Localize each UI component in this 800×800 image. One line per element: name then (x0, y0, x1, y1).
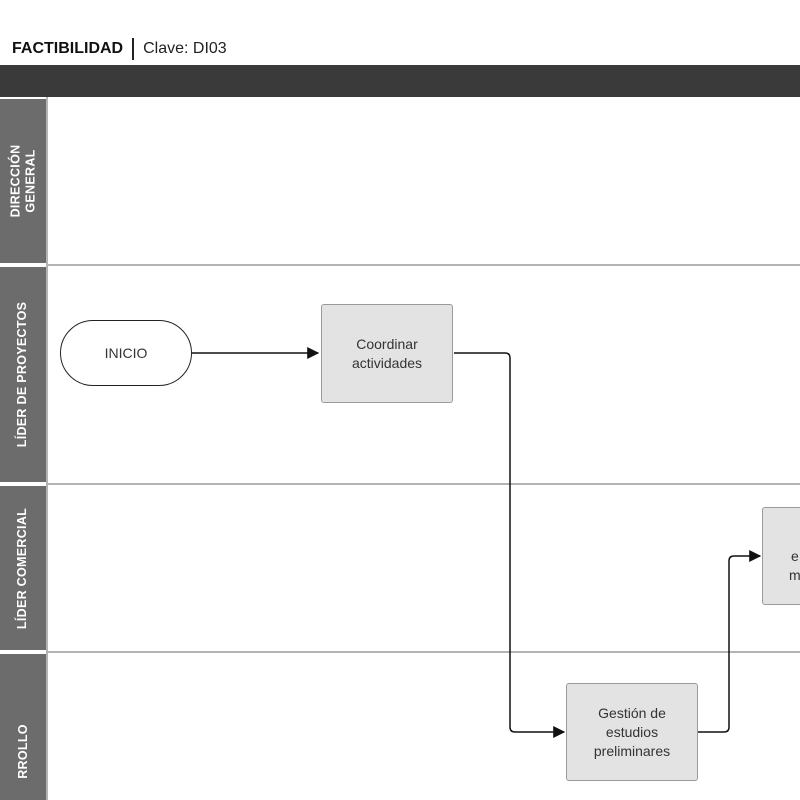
connector-gestion-to-next (698, 550, 762, 733)
lane-label-lider-comercial: LÍDER COMERCIAL (0, 486, 46, 650)
process-label: Gestión de estudios preliminares (593, 704, 671, 759)
start-node[interactable]: INICIO (60, 320, 192, 386)
diagram-code: Clave: DI03 (143, 40, 227, 57)
lane-label-desarrollo: RROLLO (0, 654, 46, 800)
lane-separator (46, 651, 800, 653)
lane-label-direccion-general: DIRECCIÓN GENERAL (0, 99, 46, 263)
start-node-label: INICIO (104, 344, 148, 361)
lane-left-border (46, 97, 48, 800)
connector-coordinar-to-gestion (454, 352, 566, 738)
process-gestion-estudios[interactable]: Gestión de estudios preliminares (566, 683, 698, 781)
top-bar (0, 65, 800, 97)
lane-separator (46, 483, 800, 485)
lane-label-lider-proyectos: LÍDER DE PROYECTOS (0, 267, 46, 482)
header-separator (132, 38, 135, 60)
process-label: e m (789, 547, 800, 583)
lane-separator (46, 264, 800, 266)
process-partial-offscreen[interactable]: e m (762, 507, 800, 605)
diagram-title: FACTIBILIDAD (12, 40, 124, 57)
diagram-header: FACTIBILIDAD Clave: DI03 (12, 36, 227, 62)
process-label: Coordinar actividades (351, 335, 423, 371)
process-coordinar-actividades[interactable]: Coordinar actividades (321, 304, 453, 403)
